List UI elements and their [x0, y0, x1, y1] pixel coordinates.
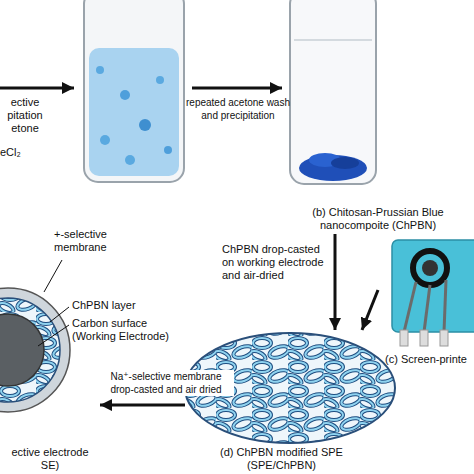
annotation-label: ective pitation etone	[0, 96, 50, 135]
process-arrow	[100, 403, 185, 406]
electrode-pin	[420, 330, 428, 346]
precipitate-speck	[96, 66, 104, 74]
ise-illustration	[0, 260, 70, 412]
carbon-surface	[0, 314, 44, 386]
annotation-label: ChPBN layer	[72, 299, 162, 312]
panel-caption: (b) Chitosan-Prussian Blue nanocompoite …	[288, 206, 468, 232]
electrode-pin	[440, 330, 448, 346]
arrow-label: ChPBN drop-casted on working electrode a…	[222, 243, 332, 282]
panel-b: (b) Chitosan-Prussian Blue nanocompoite …	[282, 0, 474, 234]
panel-caption: ective electrode SE)	[4, 446, 96, 472]
arrow-label: Na⁺-selective membrane drop-casted and a…	[98, 370, 234, 396]
process-arrow	[0, 87, 74, 90]
electrode-photo	[392, 240, 474, 346]
electrode-pin	[400, 330, 408, 346]
panel-e: ective electrode SE)	[0, 260, 100, 474]
vial-glass	[84, 0, 184, 182]
electrode-trace	[404, 282, 416, 332]
vial-glass	[290, 0, 376, 184]
panel-d: (d) ChPBN modified SPE (SPE/ChPBN)	[185, 330, 378, 474]
blue-precipitate	[89, 48, 179, 176]
panel-caption: (d) ChPBN modified SPE (SPE/ChPBN)	[207, 446, 357, 472]
counter-electrode	[413, 251, 447, 285]
annotation-label: Carbon surface (Working Electrode)	[72, 317, 184, 343]
precipitate-speck	[100, 135, 110, 145]
annotation-label: +-selective membrane	[54, 228, 124, 254]
precipitate-speck	[156, 76, 164, 84]
annotation-label: eCl₂	[0, 146, 40, 159]
process-arrow	[334, 234, 337, 330]
vial-photo	[84, 0, 184, 182]
electrode-trace	[424, 285, 430, 332]
electrode-trace	[444, 280, 446, 332]
chpbn-layer	[0, 298, 60, 402]
precipitate-speck	[164, 146, 172, 154]
leader-line	[44, 260, 62, 292]
liquid-level	[294, 39, 372, 41]
process-arrow	[362, 290, 378, 330]
vial-photo	[290, 0, 376, 184]
precipitate-speck	[139, 119, 151, 131]
working-electrode	[422, 260, 438, 276]
leader-line	[50, 307, 69, 322]
leader-line	[38, 325, 69, 346]
precipitate-speck	[125, 155, 135, 165]
selective-membrane	[0, 288, 70, 412]
blue-pellet	[331, 157, 359, 169]
precipitate-speck	[120, 90, 130, 100]
process-arrow	[192, 87, 282, 90]
panel-c: (c) Screen-printe	[378, 238, 474, 368]
panel-caption: (c) Screen-printe	[379, 353, 473, 366]
annotation-label: repeated acetone wash and precipitation	[186, 96, 290, 122]
electrode-board	[392, 240, 474, 332]
